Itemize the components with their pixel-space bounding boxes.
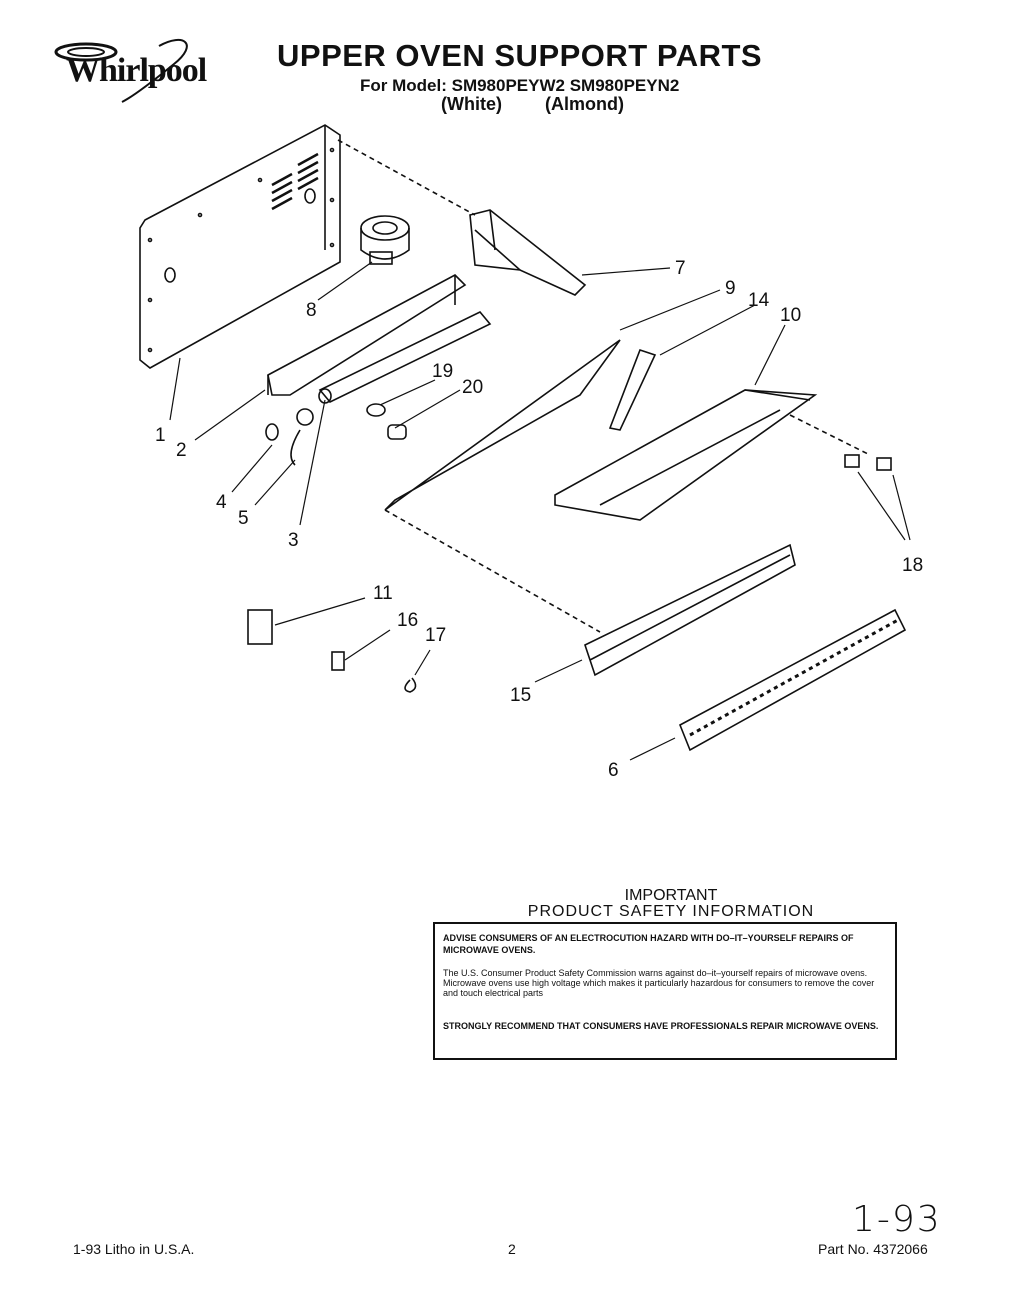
callout-18: 18 (902, 555, 924, 576)
footer-litho: 1-93 Litho in U.S.A. (73, 1241, 195, 1257)
callout-11: 11 (373, 583, 393, 604)
callout-8: 8 (306, 300, 317, 321)
callout-4: 4 (216, 492, 227, 513)
safety-info-box: ADVISE CONSUMERS OF AN ELECTROCUTION HAZ… (433, 922, 897, 1060)
part-strip (608, 348, 657, 431)
part-back-panel (139, 124, 341, 369)
safety-recommendation: STRONGLY RECOMMEND THAT CONSUMERS HAVE P… (443, 1021, 879, 1031)
footer-part-number: Part No. 4372066 (818, 1241, 928, 1257)
brand-logo: Whirlpool (66, 52, 207, 89)
whirlpool-logo-swirl-icon (54, 39, 188, 103)
part-glass-panel (384, 339, 621, 511)
callout-2: 2 (176, 440, 187, 461)
callout-20: 20 (462, 377, 484, 398)
part-tray (554, 389, 818, 521)
part-bracket (469, 209, 587, 296)
part-clip-a (844, 454, 860, 468)
part-lamp-receptacle (366, 403, 386, 417)
safety-body: The U.S. Consumer Product Safety Commiss… (443, 968, 875, 998)
callout-19: 19 (432, 361, 454, 382)
callout-15: 15 (510, 685, 532, 706)
part-socket (296, 408, 314, 426)
safety-warning: ADVISE CONSUMERS OF AN ELECTROCUTION HAZ… (443, 933, 854, 955)
callout-10: 10 (780, 305, 802, 326)
variant-white-label: (White) (441, 94, 502, 114)
part-wire (290, 429, 301, 466)
part-blower (360, 215, 410, 265)
part-clip-b (876, 457, 892, 471)
callout-14: 14 (748, 290, 770, 311)
part-front-trim (584, 543, 796, 677)
callout-7: 7 (675, 258, 686, 279)
handwritten-date: 1-93 (852, 1199, 942, 1240)
model-line: For Model: SM980PEYW2 SM980PEYN2 (360, 76, 680, 95)
callout-17: 17 (425, 625, 447, 646)
callout-5: 5 (238, 508, 249, 529)
callout-1: 1 (155, 425, 166, 446)
page-title: UPPER OVEN SUPPORT PARTS (277, 38, 763, 73)
part-grommet (265, 423, 279, 441)
part-spring (404, 677, 417, 693)
safety-heading-title: PRODUCT SAFETY INFORMATION (527, 903, 815, 920)
part-switch (247, 609, 273, 645)
footer-page-number: 2 (508, 1241, 516, 1257)
part-latch (331, 651, 345, 671)
callout-16: 16 (397, 610, 419, 631)
part-lamp-housing (267, 274, 467, 396)
callout-9: 9 (725, 278, 736, 299)
callout-3: 3 (288, 530, 299, 551)
part-bulb (387, 424, 407, 440)
variant-almond-label: (Almond) (545, 94, 624, 114)
part-vent-grille (678, 608, 907, 752)
callout-6: 6 (608, 760, 619, 781)
safety-heading-important: IMPORTANT (624, 887, 718, 904)
